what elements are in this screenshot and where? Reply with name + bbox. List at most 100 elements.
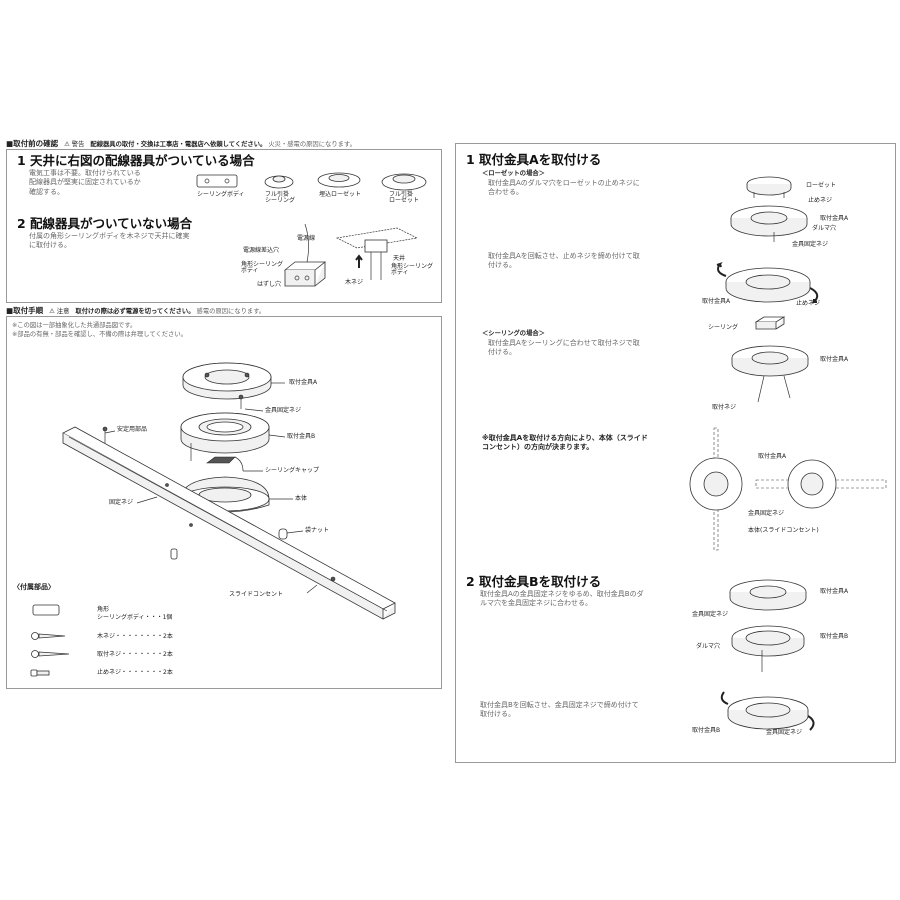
b-plate-a-label: 取付金具A — [820, 588, 849, 595]
rosette-label: ローゼット — [806, 182, 837, 189]
plate-b-rotated-drawing — [720, 691, 815, 731]
b-plate-b-label: 取付金具B — [820, 633, 849, 640]
procedure-notes: ※この図は一部抽象化した共通部品図です。 ※部品の有無・部品を確認し、不備の際は… — [12, 322, 187, 339]
case1-line: 確認する。 — [29, 187, 64, 196]
note-line: ※この図は一部抽象化した共通部品図です。 — [12, 322, 137, 329]
b-fix-screw-label-2: 金具固定ネジ — [766, 729, 803, 736]
caution-label: 注意 — [56, 308, 70, 315]
step-b-line: 取付ける。 — [480, 710, 515, 719]
step-b-line: 取付金具Bを回転させ、金具固定ネジで締め付けて — [480, 701, 639, 709]
rosette-line: 取付金具Aのダルマ穴をローゼットの止めネジに — [488, 179, 640, 187]
before-panel: 1 天井に右図の配線器具がついている場合 電気工事は不要。取付けられている 配線… — [6, 149, 442, 303]
step-a-title: 1 取付金具Aを取付ける — [466, 152, 602, 167]
power-line-label: 電源線 — [297, 235, 316, 242]
plate-a-drawing — [182, 362, 272, 409]
rosette-text: 取付金具Aのダルマ穴をローゼットの止めネジに 合わせる。 — [488, 179, 640, 198]
body-label: 本体 — [295, 495, 308, 502]
ceiling-heading: ＜シーリングの場合＞ — [482, 330, 545, 337]
plate-a-drawing-1 — [730, 205, 808, 242]
rosette-drawing — [746, 176, 792, 198]
ceiling-label: 天井 — [393, 255, 406, 262]
plate-a-label: 取付金具A — [289, 379, 318, 386]
body-outlet-label: 本体(スライドコンセント) — [748, 527, 819, 534]
warning-icon: ⚠ — [64, 141, 70, 148]
step-b-title: 2 取付金具Bを取付ける — [466, 574, 602, 589]
accessories-title: 〈付属部品〉 — [13, 583, 55, 591]
step-a-diagrams — [689, 176, 887, 731]
caution-tail: 感電の原因になります。 — [196, 308, 266, 315]
direction-diagram — [689, 427, 887, 551]
ceiling-body-install-diagram — [283, 223, 419, 287]
step-b-line: 取付金具Aの金具固定ネジをゆるめ、取付金具Bのダ — [480, 590, 644, 598]
mount-screw-label: 取付ネジ — [712, 404, 737, 411]
ceiling-drawing — [754, 316, 786, 330]
square-body-label: 角形シーリング ボディ — [241, 261, 284, 274]
fixture-label: シーリングボディ — [197, 191, 245, 198]
b-plate-b-label-2: 取付金具B — [692, 727, 721, 734]
fixture-label: フル引掛 シーリング — [265, 191, 296, 204]
direction-line: コンセント）の方向が決まります。 — [482, 443, 594, 452]
before-heading: ■取付前の確認 — [6, 139, 59, 148]
ceiling-line: 取付金具Aをシーリングに合わせて取付ネジで取 — [488, 339, 640, 347]
step-b-text-1: 取付金具Aの金具固定ネジをゆるめ、取付金具Bのダ ルマ穴を金具固定ネジに合わせる… — [480, 590, 644, 609]
case2-line: 付属の角形シーリングボディを木ネジで天井に確実 — [29, 232, 190, 240]
plate-a-label-3: 取付金具A — [820, 356, 849, 363]
full-hook-rosette-icon — [381, 173, 427, 191]
stop-screw-label-2: 止めネジ — [796, 300, 821, 307]
plate-a-label: 取付金具A — [820, 215, 849, 222]
case2-title: 2 配線器具がついていない場合 — [17, 216, 193, 231]
fixture-label: 埋込ローゼット — [319, 191, 362, 198]
steps-panel: 1 取付金具Aを取付ける ＜ローゼットの場合＞ 取付金具Aのダルマ穴をローゼット… — [455, 143, 896, 763]
accessory-item: 木ネジ・・・・・・・・2本 — [97, 633, 173, 640]
wood-screw-label: 木ネジ — [345, 279, 364, 286]
fix-screw-label: 金具固定ネジ — [265, 407, 302, 414]
rosette-line: 合わせる。 — [488, 188, 523, 197]
ceiling-label: シーリング — [708, 324, 739, 331]
caution-icon: ⚠ — [49, 308, 55, 315]
fixture-icons — [196, 172, 427, 191]
fix-screw-label-2: 金具固定ネジ — [748, 510, 785, 517]
full-hook-ceiling-icon — [264, 175, 294, 189]
fix-screw-label: 金具固定ネジ — [792, 241, 829, 248]
warning-text: 配線器具の取付・交換は工事店・電器店へ依頼してください。 — [90, 141, 267, 148]
plate-b-drawing — [180, 412, 270, 461]
slide-outlet-rail-drawing — [62, 426, 396, 620]
accessory-item: 角形 シーリングボディ・・・1個 — [97, 606, 173, 621]
nut-label: 袋ナット — [305, 527, 330, 534]
release-hole-label: はずし穴 — [257, 281, 282, 288]
step-b-line: ルマ穴を金具固定ネジに合わせる。 — [480, 599, 592, 608]
procedure-heading-row: ■取付手順 ⚠ 注意 取付けの際は必ず電源を切ってください。 感電の原因になりま… — [6, 306, 265, 317]
ceiling-line: 付ける。 — [488, 348, 516, 357]
cap-label: シーリングキャップ — [265, 467, 320, 474]
outlet-label: スライドコンセント — [229, 591, 284, 598]
direction-note: ※取付金具Aを取付ける方向により、本体（スライド コンセント）の方向が決まります… — [482, 434, 648, 453]
embedded-rosette-icon — [317, 172, 361, 188]
case2-line: に取付ける。 — [29, 241, 71, 250]
step-b-text-2: 取付金具Bを回転させ、金具固定ネジで締め付けて 取付ける。 — [480, 701, 639, 720]
b-daruma-label: ダルマ穴 — [696, 643, 721, 650]
warning-tail: 火災・感電の原因になります。 — [268, 141, 356, 148]
plate-a-drawing-3 — [729, 579, 807, 611]
case1-line: 配線器具が堅実に固定されているか — [29, 178, 141, 187]
fixture-label: フル引掛 ローゼット — [389, 191, 420, 204]
plate-a-drawing-2 — [731, 345, 809, 403]
ceiling-text: 取付金具Aをシーリングに合わせて取付ネジで取 付ける。 — [488, 339, 640, 358]
b-fix-screw-label: 金具固定ネジ — [692, 611, 729, 618]
caution-text: 取付けの際は必ず電源を切ってください。 — [75, 308, 195, 315]
plate-b-label: 取付金具B — [287, 433, 316, 440]
procedure-panel: ※この図は一部抽象化した共通部品図です。 ※部品の有無・部品を確認し、不備の際は… — [6, 316, 442, 689]
case1-line: 電気工事は不要。取付けられている — [29, 169, 141, 177]
rosette-heading: ＜ローゼットの場合＞ — [482, 170, 545, 177]
exploded-assembly-diagram — [62, 362, 396, 620]
plate-a-rotated-drawing — [716, 262, 819, 303]
rotate-line: 付ける。 — [488, 261, 516, 270]
case1-text: 電気工事は不要。取付けられている 配線器具が堅実に固定されているか 確認する。 — [29, 169, 141, 197]
stop-screw-label: 止めネジ — [808, 197, 833, 204]
square-body-icon — [32, 604, 60, 616]
stable-part-label: 安定用部品 — [117, 426, 148, 433]
warning-label: 警告 — [71, 141, 85, 148]
procedure-heading: ■取付手順 — [6, 306, 44, 315]
set-screw-label: 固定ネジ — [109, 499, 134, 506]
plate-a-label-2: 取付金具A — [702, 298, 731, 305]
rotate-text: 取付金具Aを回転させ、止めネジを締め付けて取 付ける。 — [488, 252, 640, 271]
